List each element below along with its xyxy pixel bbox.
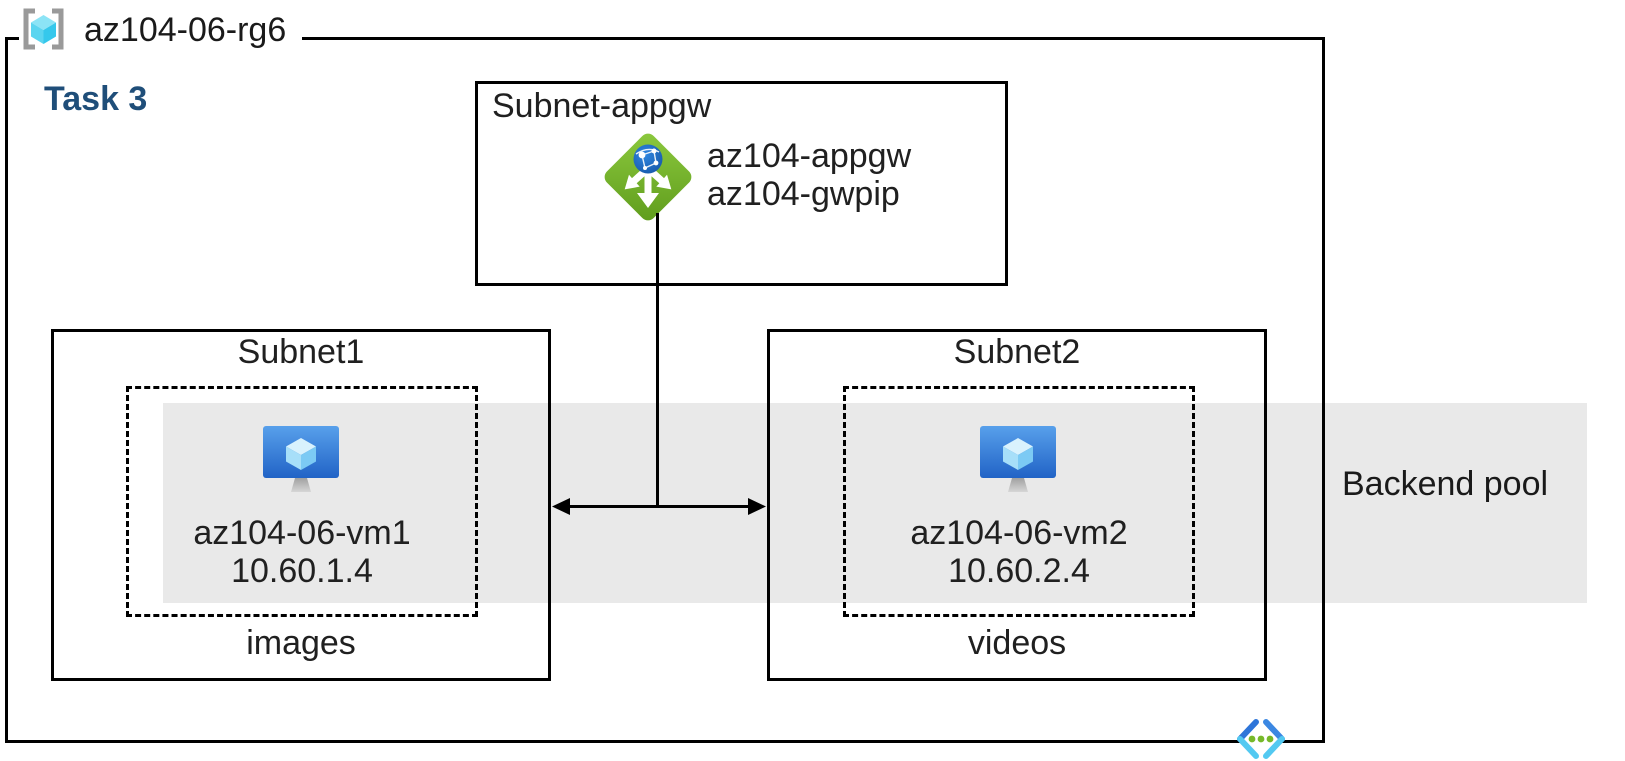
virtual-machine-icon bbox=[979, 426, 1057, 498]
resource-group-border-segment bbox=[302, 37, 1325, 40]
task-label: Task 3 bbox=[44, 80, 148, 118]
resource-group-border-segment bbox=[5, 37, 19, 40]
subnet1-label: Subnet1 bbox=[237, 333, 365, 371]
subnet1-box bbox=[51, 329, 551, 681]
resource-group-box bbox=[5, 37, 1325, 743]
vm1-ip: 10.60.1.4 bbox=[231, 552, 373, 590]
vm2-name: az104-06-vm2 bbox=[910, 514, 1128, 552]
backend-pool-label: Backend pool bbox=[1342, 465, 1549, 503]
vm2-ip: 10.60.2.4 bbox=[948, 552, 1090, 590]
subnet2-label: Subnet2 bbox=[953, 333, 1081, 371]
appgw-public-ip-name: az104-gwpip bbox=[707, 175, 900, 213]
vm1-text: az104-06-vm1 10.60.1.4 bbox=[126, 514, 478, 590]
appgw-name: az104-appgw bbox=[707, 137, 912, 175]
resource-group-title: az104-06-rg6 bbox=[84, 11, 287, 49]
appgw-subnet-box bbox=[475, 81, 1008, 286]
application-gateway-icon bbox=[598, 127, 698, 227]
subnet1-dashed-box bbox=[126, 386, 478, 617]
subnet2-caption: videos bbox=[967, 624, 1067, 662]
vm1-name: az104-06-vm1 bbox=[193, 514, 411, 552]
subnet2-dashed-box bbox=[843, 386, 1195, 617]
appgw-subnet-label: Subnet-appgw bbox=[492, 87, 712, 125]
virtual-machine-icon bbox=[262, 426, 340, 498]
resource-group-icon bbox=[20, 6, 67, 52]
subnet2-box bbox=[767, 329, 1267, 681]
virtual-network-icon bbox=[1236, 718, 1286, 760]
subnet1-caption: images bbox=[246, 624, 356, 662]
backend-pool-band bbox=[163, 403, 1587, 603]
vm2-text: az104-06-vm2 10.60.2.4 bbox=[843, 514, 1195, 590]
appgw-names: az104-appgw az104-gwpip bbox=[707, 137, 911, 213]
